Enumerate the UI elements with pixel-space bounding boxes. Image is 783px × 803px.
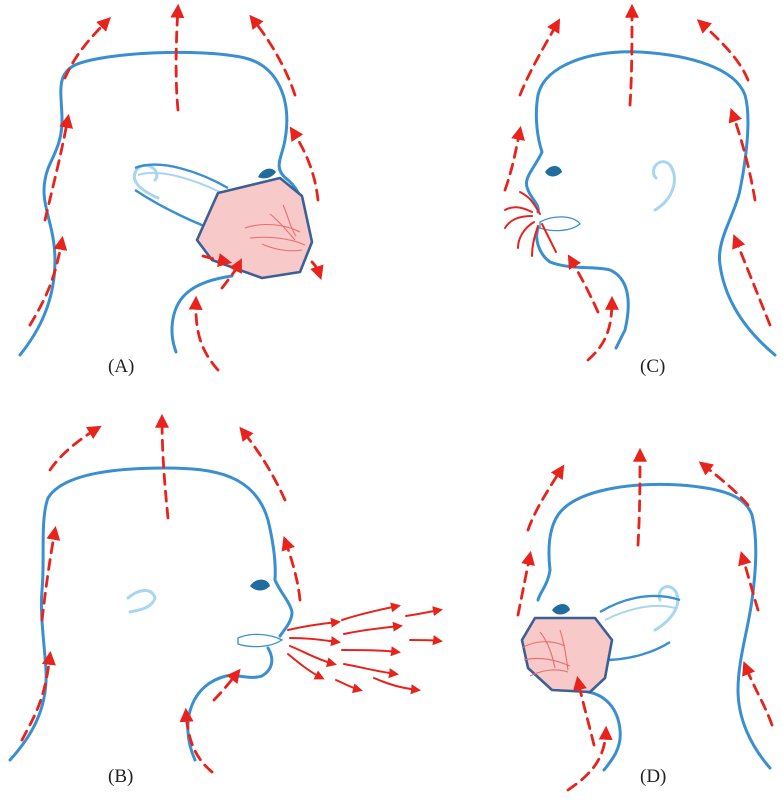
panel-label-a: (A) <box>108 356 134 377</box>
eye-icon <box>552 604 570 615</box>
flow-arrow <box>588 300 612 360</box>
eye-icon <box>258 169 276 179</box>
eye-icon <box>545 166 562 177</box>
eye-icon <box>250 580 270 591</box>
face-lower <box>537 228 629 348</box>
flow-arrow <box>745 665 772 725</box>
flow-arrow <box>702 464 748 505</box>
panel-label-d: (D) <box>640 766 666 787</box>
flow-arrow <box>65 20 108 78</box>
flow-arrow <box>520 22 558 95</box>
head-outline <box>526 52 775 355</box>
flow-arrow <box>285 540 300 600</box>
flow-arrow <box>630 8 632 105</box>
mask-strap <box>600 596 680 612</box>
face-mask <box>522 618 612 692</box>
panel-label-c: (C) <box>640 356 665 377</box>
flow-arrow <box>196 300 218 370</box>
flow-arrow <box>528 468 562 530</box>
flow-arrow <box>638 452 640 545</box>
flow-arrow <box>735 238 770 325</box>
flow-arrow <box>568 730 606 790</box>
panel-label-b: (B) <box>108 766 133 787</box>
exhale-jets <box>288 606 440 690</box>
panel-b: (B) <box>10 418 440 787</box>
panel-d: (D) <box>518 452 772 790</box>
ear-icon <box>128 591 155 613</box>
head-outline <box>10 468 292 760</box>
flow-arrow <box>518 555 530 615</box>
flow-arrow <box>176 8 178 110</box>
face-lower <box>188 648 272 760</box>
panel-a: (A) <box>20 8 320 377</box>
flow-arrow <box>186 712 212 772</box>
flow-arrow <box>252 18 295 95</box>
neck-outline <box>588 692 620 770</box>
mouth-icon <box>540 217 580 231</box>
mouth-icon <box>238 634 282 646</box>
flow-arrow <box>312 262 320 276</box>
flow-arrow <box>732 112 755 200</box>
ear-icon <box>653 162 674 210</box>
face-mask <box>197 178 312 278</box>
flow-arrow <box>505 130 520 190</box>
flow-arrow <box>50 428 98 470</box>
panel-c: (C) <box>505 8 775 377</box>
